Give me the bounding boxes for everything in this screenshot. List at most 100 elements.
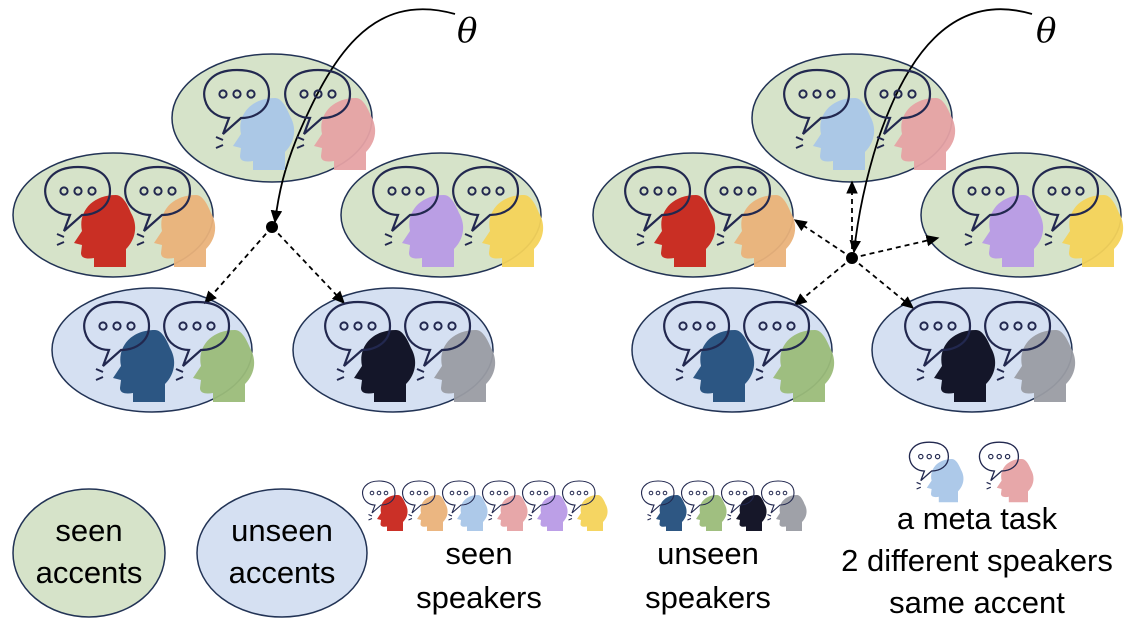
- head-silhouette: [734, 195, 796, 267]
- bubble-dot: [879, 89, 889, 99]
- bubble-dot: [934, 453, 941, 460]
- legend-meta-task-label-line1: a meta task: [897, 501, 1058, 536]
- bubble-dot: [702, 490, 708, 496]
- speaking-head-with-speech-bubble-icon: [1032, 165, 1124, 267]
- head-silhouette: [926, 459, 964, 503]
- bubble-dot: [433, 321, 443, 331]
- speaking-head-with-speech-bubble-icon: [203, 68, 295, 170]
- sound-ticks: [986, 481, 992, 490]
- bubble-dot: [1075, 186, 1085, 196]
- bubble-dot: [812, 89, 822, 99]
- bubble-dot: [775, 490, 781, 496]
- sound-ticks: [464, 233, 473, 246]
- bubble-dot: [583, 490, 589, 496]
- head-silhouette: [577, 495, 608, 531]
- head-silhouette: [457, 495, 488, 531]
- bubble-dot: [178, 321, 188, 331]
- bubble-dot: [463, 490, 469, 496]
- head-silhouette: [813, 98, 875, 170]
- head-silhouette: [314, 98, 376, 170]
- speaking-head-with-speech-bubble-icon: [442, 480, 488, 531]
- head-silhouette: [497, 495, 528, 531]
- bubble-dot: [536, 490, 542, 496]
- bubble-dot: [692, 321, 702, 331]
- speaking-head-with-speech-bubble-icon: [522, 480, 568, 531]
- head-silhouette: [736, 495, 767, 531]
- theta-label-right: θ: [1036, 11, 1056, 51]
- speaking-head-with-speech-bubble-icon: [864, 68, 956, 170]
- bubble-dot: [416, 490, 422, 496]
- speaking-head-with-speech-bubble-icon: [761, 480, 807, 531]
- bubble-dot: [503, 490, 509, 496]
- bubble-dot: [688, 490, 694, 496]
- legend-seen-accents-label-line1: seen: [55, 513, 122, 548]
- speaker-icons-layer: [44, 68, 1124, 531]
- bubble-dot: [543, 490, 549, 496]
- speech-bubble: [402, 480, 436, 514]
- head-silhouette: [417, 495, 448, 531]
- bubble-dot: [772, 321, 782, 331]
- bubble-dot: [655, 490, 661, 496]
- bubble-dot: [995, 186, 1005, 196]
- bubble-dot: [798, 89, 808, 99]
- bubble-dot: [826, 89, 836, 99]
- adapt-arrow-left-1: [204, 226, 273, 305]
- speech-bubble: [522, 480, 556, 514]
- bubble-dot: [353, 321, 363, 331]
- sound-ticks: [916, 368, 925, 381]
- speaking-head-with-speech-bubble-icon: [743, 300, 835, 402]
- legend: seen accents unseen accents seen speaker…: [12, 488, 1113, 620]
- speech-bubble: [83, 300, 151, 367]
- bubble-dot: [376, 490, 382, 496]
- sound-ticks: [916, 481, 922, 490]
- legend-unseen-speakers-label-line1: unseen: [657, 536, 759, 571]
- speaking-head-with-speech-bubble-icon: [783, 68, 875, 170]
- head-silhouette: [354, 330, 416, 402]
- speaking-head-with-speech-bubble-icon: [681, 480, 727, 531]
- speech-bubble: [1032, 165, 1100, 232]
- bubble-dot: [648, 490, 654, 496]
- bubble-dot: [988, 453, 994, 460]
- speaking-head-with-speech-bubble-icon: [721, 480, 767, 531]
- sound-ticks: [175, 368, 184, 381]
- speaking-head-with-speech-bubble-icon: [362, 480, 408, 531]
- head-silhouette: [193, 330, 255, 402]
- speech-bubble: [743, 300, 811, 367]
- sound-ticks: [95, 368, 104, 381]
- bubble-dot: [59, 186, 69, 196]
- bubble-dot: [758, 321, 768, 331]
- legend-seen-accents-label-line2: accents: [36, 555, 143, 590]
- adapt-arrow-left-2: [271, 226, 345, 305]
- sound-ticks: [1044, 233, 1053, 246]
- bubble-dot: [246, 89, 256, 99]
- sound-ticks: [727, 514, 732, 521]
- bubble-dot: [926, 453, 932, 460]
- sound-ticks: [687, 514, 692, 521]
- speaking-head-with-speech-bubble-icon: [452, 165, 544, 267]
- bubble-dot: [947, 321, 957, 331]
- speaking-head-with-speech-bubble-icon: [404, 300, 496, 402]
- bubble-dot: [367, 321, 377, 331]
- adapt-arrow-right-seen-left: [793, 219, 853, 259]
- bubble-dot: [996, 453, 1002, 460]
- legend-meta-task-label-line3: same accent: [889, 585, 1065, 620]
- speaking-head-with-speech-bubble-icon: [908, 441, 964, 503]
- bubble-dot: [1047, 186, 1057, 196]
- bubble-dot: [719, 186, 729, 196]
- speaking-head-with-speech-bubble-icon: [978, 441, 1034, 503]
- bubble-dot: [918, 453, 924, 460]
- sound-ticks: [716, 233, 725, 246]
- bubble-dot: [419, 321, 429, 331]
- speech-bubble: [904, 300, 972, 367]
- head-silhouette: [434, 330, 496, 402]
- speaking-head-with-speech-bubble-icon: [44, 165, 136, 267]
- bubble-dot: [447, 321, 457, 331]
- bubble-dot: [218, 89, 228, 99]
- speech-bubble: [562, 480, 596, 514]
- bubble-dot: [786, 321, 796, 331]
- speech-bubble: [362, 480, 396, 514]
- head-silhouette: [982, 195, 1044, 267]
- sound-ticks: [215, 136, 224, 149]
- speaking-head-with-speech-bubble-icon: [562, 480, 608, 531]
- speech-bubble: [284, 68, 352, 135]
